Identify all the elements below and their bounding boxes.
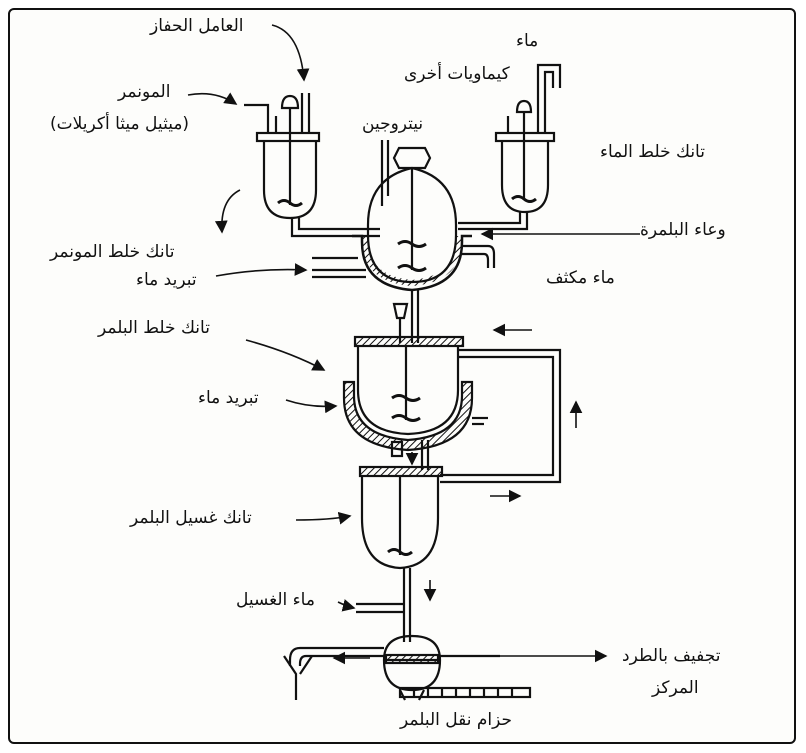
water-mix-tank	[458, 63, 562, 231]
label-other-chemicals: كيماويات أخرى	[404, 64, 510, 84]
label-centrifuge-drying-1: تجفيف بالطرد	[622, 646, 721, 666]
label-polymer-vessel: وعاء البلمرة	[640, 220, 726, 240]
label-cooling-water-1: تبريد ماء	[136, 270, 197, 290]
label-catalyst: العامل الحفاز	[150, 16, 244, 36]
label-water-mix-tank: تانك خلط الماء	[600, 142, 705, 162]
label-centrifuge-drying-2: المركز	[652, 678, 699, 698]
centrifuge	[283, 634, 500, 701]
polymerization-vessel	[312, 140, 496, 343]
flow-arrows	[187, 24, 640, 665]
polymer-wash-tank	[356, 465, 444, 642]
label-condensed-water: ماء مكثف	[546, 268, 615, 288]
label-polymer-wash-tank: تانك غسيل البلمر	[130, 508, 252, 528]
label-monomer: المونمر	[118, 82, 171, 102]
label-cooling-water-2: تبريد ماء	[198, 388, 259, 408]
label-monomer-mix-tank: تانك خلط المونمر	[50, 242, 175, 262]
label-water-top: ماء	[516, 31, 539, 51]
label-polymer-mix-tank: تانك خلط البلمر	[98, 318, 210, 338]
conveyor-belt	[398, 686, 532, 699]
label-nitrogen: نيتروجين	[362, 114, 424, 134]
monomer-mix-tank	[244, 93, 380, 238]
label-wash-water: ماء الغسيل	[236, 590, 315, 610]
diagram-frame	[8, 8, 796, 744]
polymer-mix-tank	[342, 302, 562, 484]
label-polymer-belt: حزام نقل البلمر	[400, 710, 513, 730]
label-monomer-detail: (ميثيل ميثا أكريلات)	[50, 114, 190, 134]
